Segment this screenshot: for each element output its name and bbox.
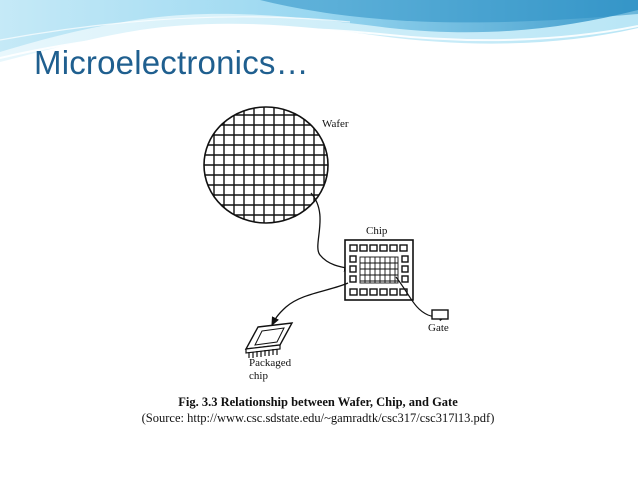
chip-label: Chip (366, 225, 388, 237)
gate-icon (431, 309, 449, 320)
wafer-chip-gate-diagram: Wafer (203, 106, 449, 382)
slide-title: Microelectronics… (34, 44, 309, 81)
wafer-icon (203, 106, 329, 224)
header-wave-decoration (0, 0, 638, 62)
wafer-label: Wafer (322, 118, 349, 130)
gate-label: Gate (428, 322, 449, 334)
figure-source: (Source: http://www.csc.sdstate.edu/~gam… (141, 411, 495, 425)
packaged-chip-label-line1: Packaged (249, 357, 292, 369)
wafer-to-chip-arrow (310, 192, 354, 272)
chip-icon (344, 239, 414, 301)
packaged-chip-icon (244, 322, 294, 358)
figure-caption: Fig. 3.3 Relationship between Wafer, Chi… (178, 395, 458, 409)
chip-to-package-arrow (271, 282, 349, 327)
figure: Wafer (30, 95, 606, 433)
packaged-chip-label-line2: chip (249, 370, 268, 382)
